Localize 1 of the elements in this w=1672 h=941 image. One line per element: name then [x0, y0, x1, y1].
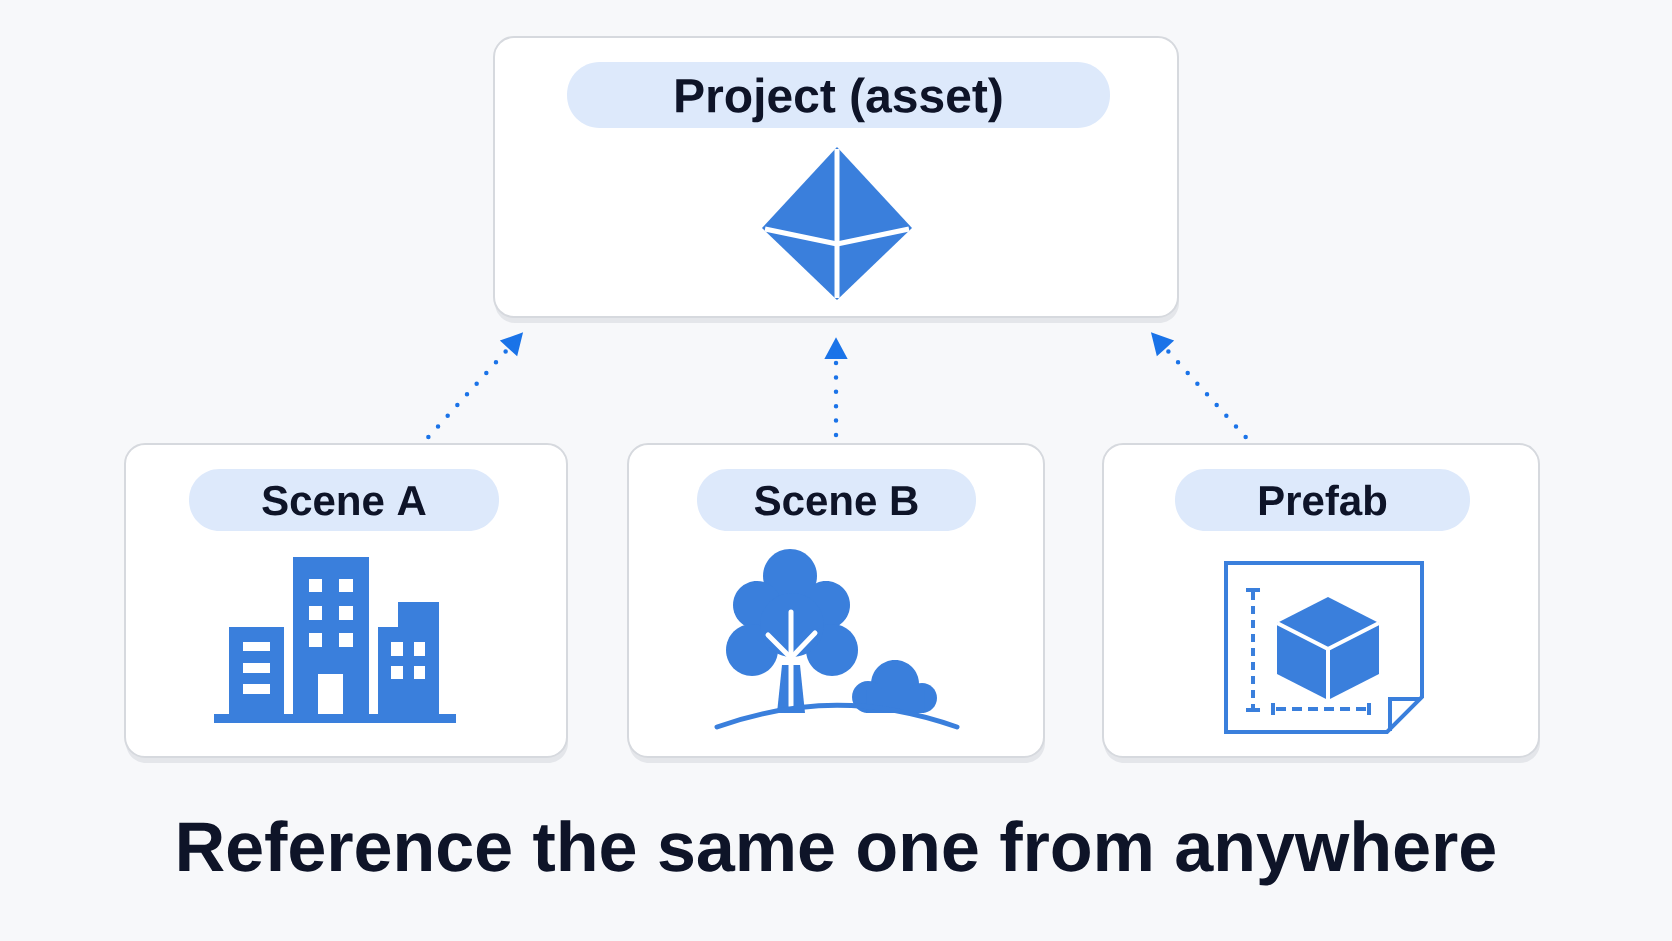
caption: Reference the same one from anywhere	[179, 820, 1495, 886]
